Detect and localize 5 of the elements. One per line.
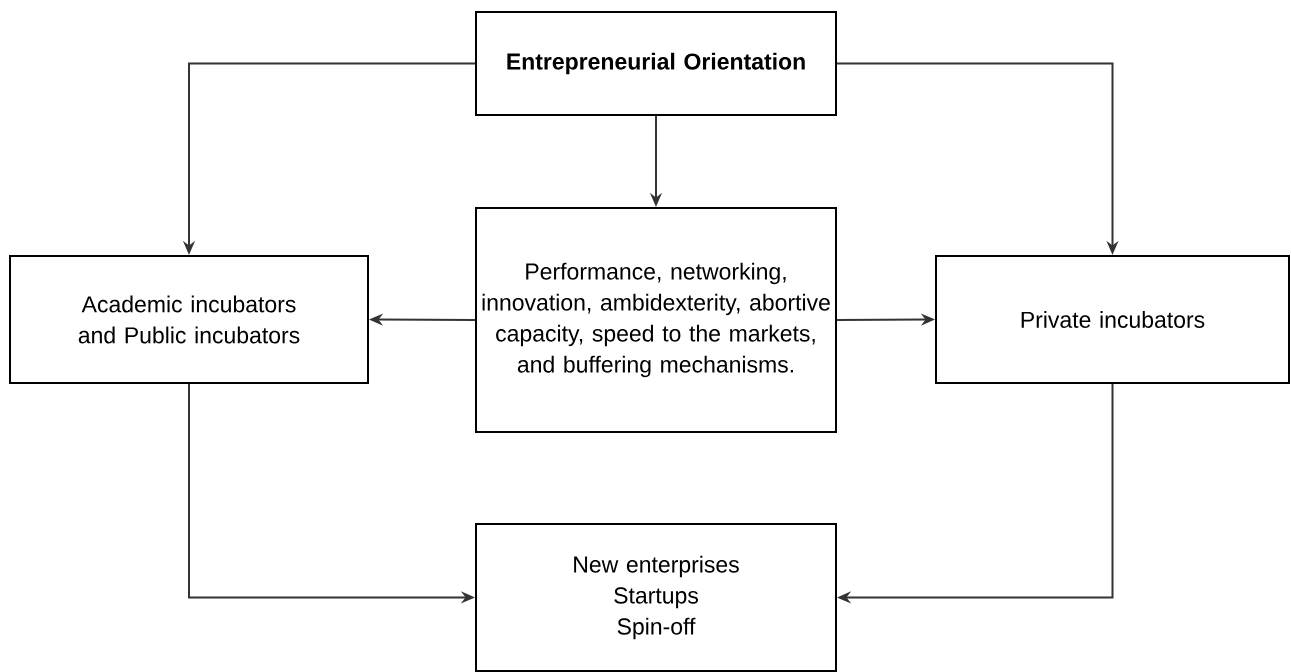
- process-box: Private incubators: [935, 255, 1290, 384]
- process-box: Performance, networking, innovation, ambidexterity, abortive capacity, speed to the markets, and buffering mechanisms.: [475, 207, 837, 433]
- process-box: Entrepreneurial Orientation: [475, 11, 837, 116]
- process-box: New enterprises Startups Spin-off: [475, 523, 837, 672]
- process-box: Academic incubators and Public incubators: [9, 255, 369, 384]
